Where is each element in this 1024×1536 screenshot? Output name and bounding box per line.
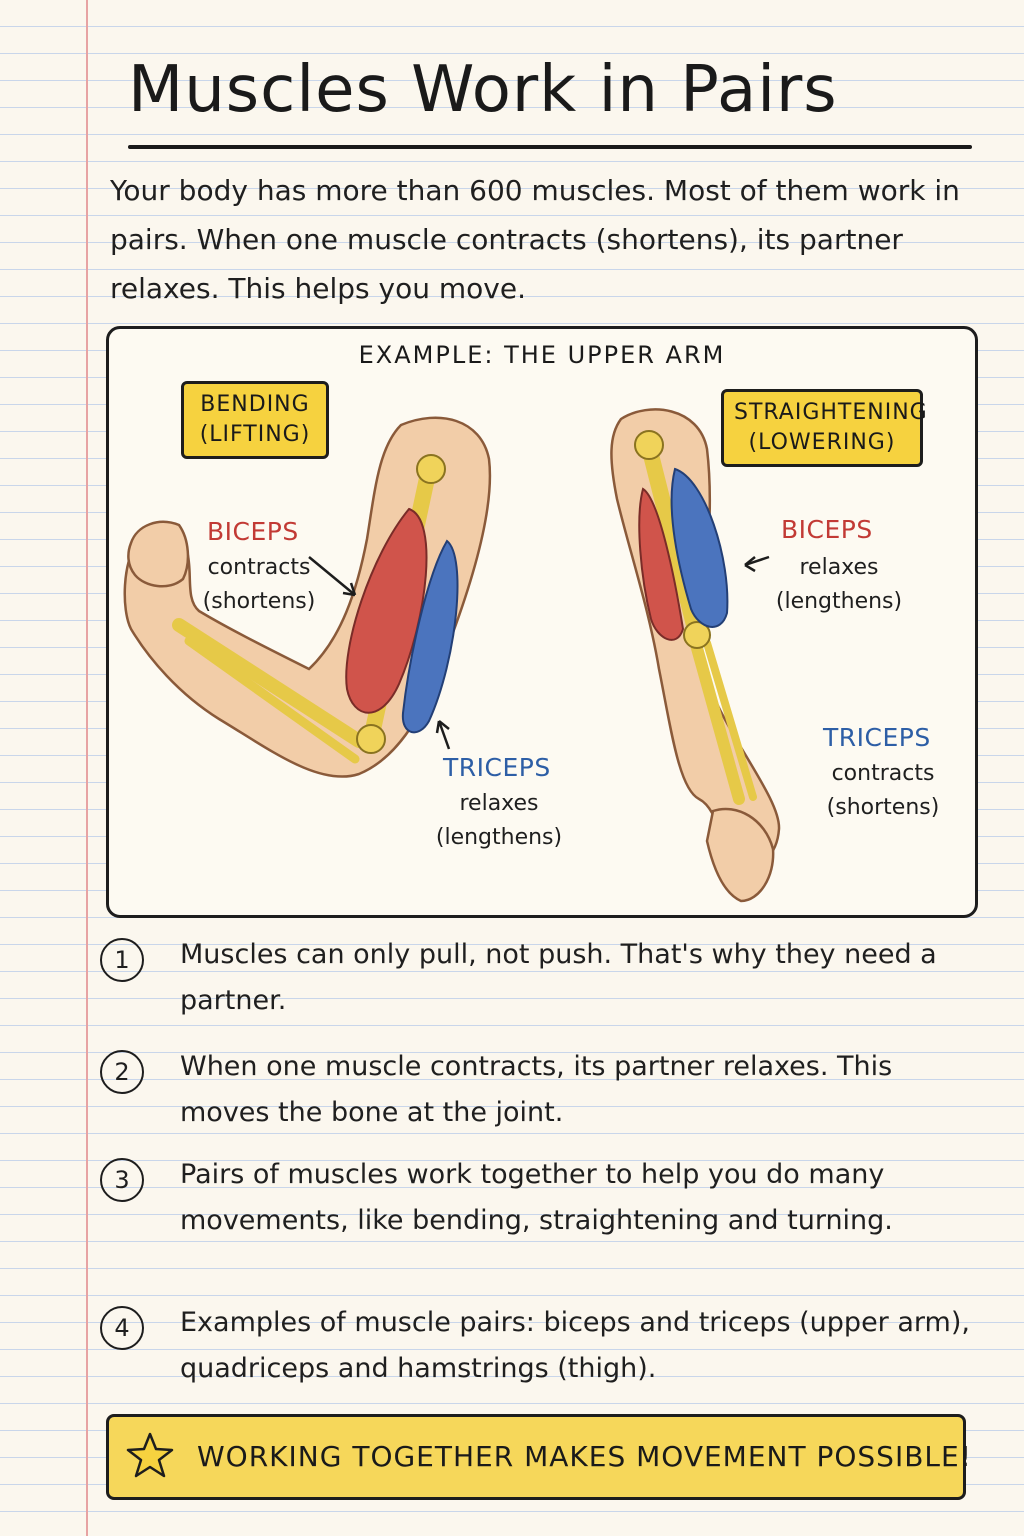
bending-biceps-note: contracts (shortens) <box>202 555 316 614</box>
arm-illustrations <box>123 408 781 903</box>
biceps-pointer-arrow <box>308 556 356 596</box>
straight-arm-forearm-bone-2 <box>703 639 757 801</box>
bent-arm-forearm-bone-2 <box>184 636 360 764</box>
star-icon <box>126 1432 174 1478</box>
triceps-pointer-arrow <box>437 720 451 750</box>
biceps-muscle-relaxed <box>638 487 685 641</box>
straight-arm-forearm-bone <box>689 635 745 805</box>
bent-arm-illustration <box>123 416 492 778</box>
bending-triceps-note: relaxes (lengthens) <box>435 791 563 850</box>
bending-tag: BENDING (LIFTING) <box>181 381 329 459</box>
fact-text: When one muscle contracts, its partner r… <box>180 1051 893 1128</box>
straight-arm-illustration <box>610 408 781 903</box>
biceps-muscle-contracted <box>345 507 428 714</box>
fact-number-badge: 2 <box>100 1050 144 1094</box>
straight-arm-hand <box>705 807 775 903</box>
straight-arm-elbow-joint <box>683 621 711 649</box>
triceps-muscle-contracted <box>670 467 729 628</box>
notebook-margin-line <box>86 0 88 1536</box>
title-underline <box>128 145 972 149</box>
fact-text: Examples of muscle pairs: biceps and tri… <box>180 1307 970 1384</box>
fact-number-badge: 3 <box>100 1158 144 1202</box>
fact-text: Muscles can only pull, not push. That's … <box>180 939 937 1016</box>
bent-arm-forearm-bone <box>172 618 366 748</box>
banner-text: WORKING TOGETHER MAKES MOVEMENT POSSIBLE… <box>197 1440 972 1473</box>
fact-number-badge: 1 <box>100 938 144 982</box>
intro-paragraph: Your body has more than 600 muscles. Mos… <box>110 174 960 305</box>
fact-number-badge: 4 <box>100 1306 144 1350</box>
straightening-biceps-label: BICEPS <box>781 515 873 544</box>
bending-biceps-label: BICEPS <box>207 517 299 546</box>
straightening-biceps-note: relaxes (lengthens) <box>775 555 903 614</box>
bent-arm-fist <box>127 520 190 588</box>
summary-banner: WORKING TOGETHER MAKES MOVEMENT POSSIBLE… <box>106 1414 971 1500</box>
straight-arm-shoulder-joint <box>634 430 664 460</box>
straightening-tag: STRAIGHTENING (LOWERING) <box>721 389 927 467</box>
straight-biceps-pointer-arrow <box>744 555 770 567</box>
upper-arm-example-panel: EXAMPLE: THE UPPER ARM <box>106 326 978 918</box>
bending-triceps-label: TRICEPS <box>443 753 551 782</box>
bent-arm-elbow-joint <box>356 724 386 754</box>
fact-text: Pairs of muscles work together to help y… <box>180 1159 893 1236</box>
example-title: EXAMPLE: THE UPPER ARM <box>358 341 726 369</box>
straightening-triceps-label: TRICEPS <box>823 723 931 752</box>
straightening-triceps-note: contracts (shortens) <box>826 761 940 820</box>
page-title: Muscles Work in Pairs <box>128 53 838 127</box>
bent-arm-shoulder-joint <box>416 454 446 484</box>
triceps-muscle-relaxed <box>401 539 459 734</box>
